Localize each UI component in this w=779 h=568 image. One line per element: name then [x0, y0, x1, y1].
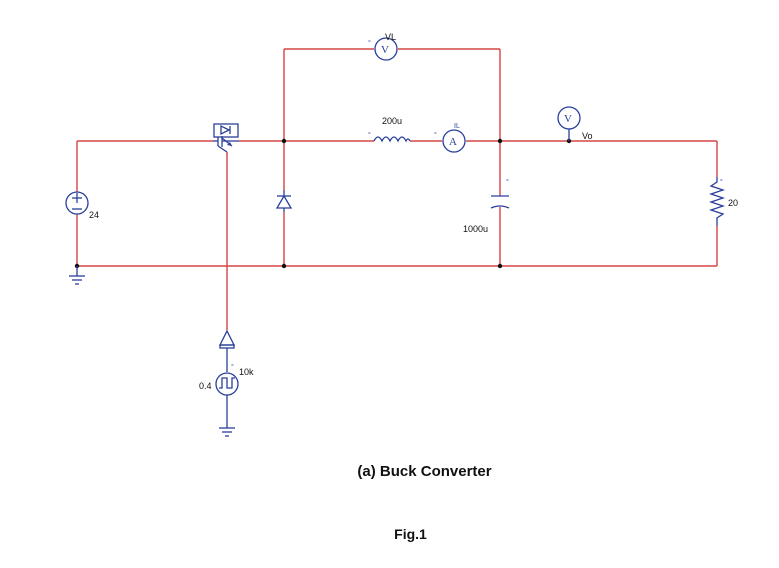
load-resistance-label: 20: [728, 198, 738, 208]
polarity-dot-vl: °: [368, 39, 371, 47]
square-wave-source: 10k 0.4 °: [199, 363, 254, 428]
voltmeter-vo-label: Vo: [582, 131, 593, 141]
subfigure-caption: (a) Buck Converter: [357, 463, 492, 480]
polarity-dot-inductor: °: [368, 131, 371, 139]
ground-symbol-main: [69, 266, 85, 285]
voltmeter-vl-label: VL: [385, 32, 396, 42]
figure-caption: Fig.1: [394, 526, 427, 542]
inductor-value-label: 200u: [382, 116, 402, 126]
polarity-dot-gate: °: [231, 363, 234, 371]
gate-frequency-label: 10k: [239, 367, 254, 377]
voltmeter-vo-symbol: V: [564, 113, 572, 125]
freewheel-diode: [275, 190, 293, 212]
polarity-dot-resistor: °: [720, 178, 723, 186]
capacitor: 1000u °: [463, 178, 510, 234]
polarity-dot-ammeter: °: [434, 131, 437, 139]
source-voltage-label: 24: [89, 210, 99, 220]
voltmeter-vo: V Vo: [557, 106, 593, 141]
voltmeter-vl: V VL °: [368, 32, 398, 61]
switch-transistor: [213, 123, 239, 153]
polarity-dot-capacitor: °: [506, 178, 509, 186]
ammeter-il: A IL °: [434, 123, 466, 153]
voltmeter-vl-symbol: V: [381, 44, 389, 56]
ammeter-symbol: A: [449, 136, 457, 148]
ground-symbol-gate: [219, 427, 235, 437]
wires: [76, 48, 718, 330]
capacitor-value-label: 1000u: [463, 224, 488, 234]
ammeter-il-tag: IL: [454, 123, 460, 130]
gate-duty-label: 0.4: [199, 381, 212, 391]
load-resistor: 20 °: [708, 177, 738, 226]
gate-driver-block: [218, 329, 236, 372]
inductor: 200u °: [368, 116, 411, 143]
junction-dots: [74, 138, 572, 269]
dc-voltage-source: 24: [65, 191, 99, 220]
